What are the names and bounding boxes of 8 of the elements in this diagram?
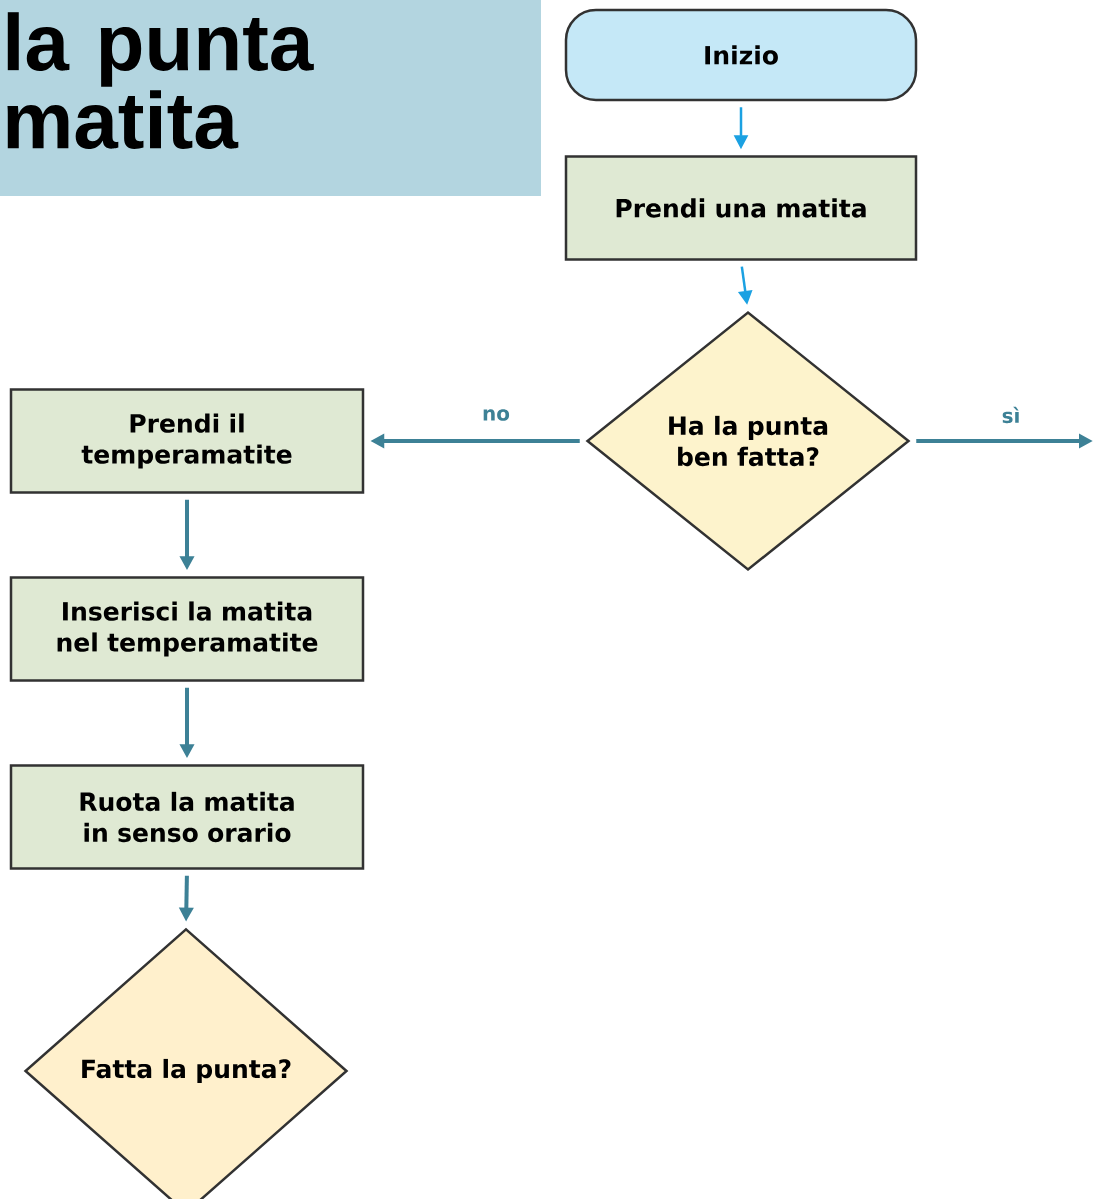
- process-box: Prendi una matita: [564, 155, 918, 261]
- edge-label: no: [481, 408, 511, 422]
- title-banner: la punta matita: [0, 0, 541, 196]
- process-box: Ruota la matita in senso orario: [9, 764, 365, 870]
- terminal-box: Inizio: [564, 8, 918, 102]
- process-box: Inserisci la matita nel temperamatite: [9, 576, 365, 682]
- edge-label: sì: [1000, 405, 1022, 425]
- process-box: Prendi il temperamatite: [9, 388, 365, 494]
